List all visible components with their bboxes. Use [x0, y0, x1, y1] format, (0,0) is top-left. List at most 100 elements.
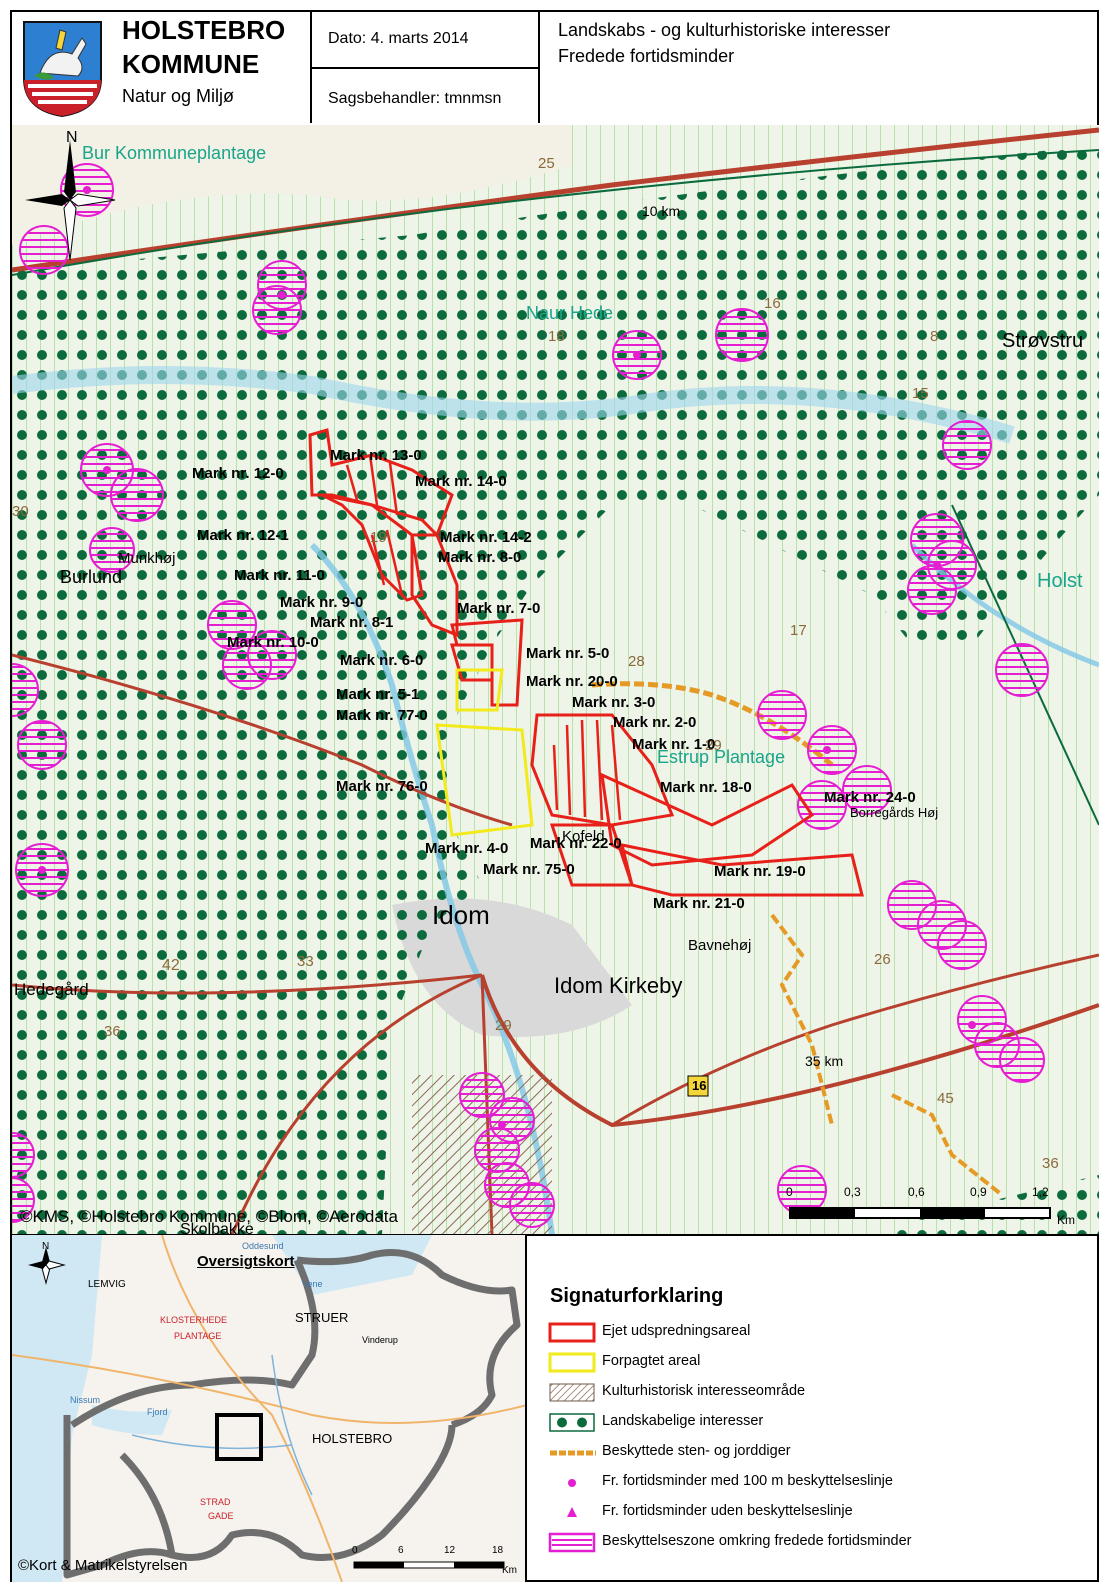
field-label[interactable]: Mark nr. 3-0 [572, 694, 656, 711]
legend-label: Fr. fortidsminder med 100 m beskyttelses… [602, 1473, 893, 1489]
field-label[interactable]: Mark nr. 12-1 [197, 527, 289, 544]
legend-item: Beskyttelseszone omkring fredede fortids… [548, 1531, 1088, 1555]
overview-label: PLANTAGE [174, 1331, 222, 1341]
legend-label: Beskyttelseszone omkring fredede fortids… [602, 1533, 912, 1549]
scale-tick: 0 [786, 1185, 793, 1199]
field-label[interactable]: Mark nr. 14-0 [415, 473, 507, 490]
field-label[interactable]: Mark nr. 11-0 [234, 567, 325, 584]
scale-unit: Km [1057, 1213, 1075, 1227]
field-label[interactable]: Mark nr. 7-0 [457, 600, 541, 617]
field-label[interactable]: Mark nr. 76-0 [336, 778, 428, 795]
overview-canvas [12, 1235, 525, 1582]
magenta-hatched-box-icon [548, 1532, 596, 1553]
case-officer: Sagsbehandler: tmnmsn [328, 90, 502, 107]
field-label[interactable]: Mark nr. 10-0 [227, 634, 319, 651]
field-label[interactable]: Mark nr. 6-0 [340, 652, 424, 669]
field-label[interactable]: Mark nr. 21-0 [653, 895, 745, 912]
overview-label: STRUER [295, 1310, 349, 1325]
municipality-name-line1: HOLSTEBRO [122, 15, 286, 45]
spot-height: 8 [930, 328, 939, 345]
legend-item: Fr. fortidsminder med 100 m beskyttelses… [548, 1471, 1088, 1495]
overview-label: Fjord [147, 1407, 168, 1417]
field-label[interactable]: Mark nr. 24-0 [824, 789, 916, 806]
magenta-dot-icon [568, 1479, 576, 1487]
legend-label: Landskabelige interesser [602, 1413, 764, 1429]
field-label[interactable]: Mark nr. 20-0 [526, 673, 618, 690]
orange-dashed-line-icon [550, 1450, 596, 1456]
field-label[interactable]: Mark nr. 8-1 [310, 614, 394, 631]
legend-label: Forpagtet areal [602, 1353, 701, 1369]
field-label[interactable]: Mark nr. 12-0 [192, 465, 284, 482]
map-date: Dato: 4. marts 2014 [328, 30, 469, 47]
field-label[interactable]: Mark nr. 19-0 [714, 863, 806, 880]
spot-height: 28 [628, 653, 645, 670]
place-label-strovstru: Strøvstru [1002, 330, 1084, 352]
legend-item: Forpagtet areal [548, 1351, 1088, 1375]
header-divider [310, 10, 312, 123]
field-label[interactable]: Mark nr. 22-0 [530, 835, 622, 852]
overview-title: Oversigtskort [197, 1253, 295, 1270]
field-label[interactable]: Mark nr. 77-0 [336, 707, 428, 724]
spot-height: 19 [370, 529, 387, 546]
legend-item: Kulturhistorisk interesseområde [548, 1381, 1088, 1405]
spot-height: 16 [764, 295, 781, 312]
field-label[interactable]: Mark nr. 14-2 [440, 529, 532, 546]
main-map[interactable]: Bur Kommuneplantage Naur Hede Strøvstru … [12, 125, 1099, 1235]
spot-height: 36 [1042, 1155, 1059, 1172]
overview-north-label: N [42, 1241, 50, 1252]
overview-scale-tick: 18 [492, 1545, 504, 1556]
red-box-icon [548, 1322, 596, 1343]
field-label[interactable]: Mark nr. 18-0 [660, 779, 752, 796]
map-canvas [12, 125, 1099, 1235]
north-arrow-icon [25, 140, 116, 261]
magenta-triangle-icon [567, 1507, 577, 1517]
field-label[interactable]: Mark nr. 4-0 [425, 840, 509, 857]
spot-height: 17 [790, 622, 807, 639]
overview-label: Vinderup [362, 1335, 398, 1345]
map-copyright: ©KMS, ©Holstebro Kommune, ©Blom, ©Aeroda… [20, 1207, 398, 1226]
road-16-marker [687, 1075, 709, 1097]
field-label[interactable]: Mark nr. 1-0 [632, 736, 716, 753]
place-label-estrup: Estrup Plantage [657, 747, 786, 767]
overview-scale-bar [353, 1561, 505, 1569]
overview-north-arrow-icon [28, 1247, 66, 1285]
field-label[interactable]: Mark nr. 5-0 [526, 645, 610, 662]
scale-tick: 1,2 [1032, 1185, 1049, 1199]
map-subtitle: Fredede fortidsminder [558, 46, 735, 66]
place-label-skolbakke: Skolbakke [180, 1221, 254, 1235]
spot-height: 30 [12, 503, 29, 520]
overview-map[interactable]: Oversigtskort LEMVIG STRUER HOLSTEBRO KL… [12, 1235, 527, 1582]
overview-label: STRAD [200, 1497, 231, 1507]
distance-label-10km: 10 km [642, 203, 681, 219]
overview-label: HOLSTEBRO [312, 1431, 393, 1446]
field-label[interactable]: Mark nr. 75-0 [483, 861, 575, 878]
municipality-name-line2: KOMMUNE [122, 49, 260, 79]
place-label-bur: Bur Kommuneplantage [82, 143, 267, 163]
field-label[interactable]: Mark nr. 13-0 [330, 447, 422, 464]
scale-tick: 0,9 [970, 1185, 987, 1199]
legend-item: Beskyttede sten- og jorddiger [548, 1441, 1088, 1465]
place-label-holst: Holst [1037, 570, 1083, 592]
field-label[interactable]: Mark nr. 5-1 [336, 686, 420, 703]
legend-label: Beskyttede sten- og jorddiger [602, 1443, 791, 1459]
field-label[interactable]: Mark nr. 9-0 [280, 594, 364, 611]
header: HOLSTEBRO KOMMUNE Natur og Miljø Dato: 4… [10, 10, 1099, 127]
place-label-burlund: Burlund [60, 567, 123, 587]
place-label-munkhoj: Munkhøj [118, 550, 176, 567]
place-label-naur-hede: Naur Hede [526, 303, 614, 323]
spot-height: 42 [162, 957, 180, 974]
section-divider [10, 1234, 1099, 1236]
header-divider [310, 67, 538, 69]
place-label-borregards-hoj: Borregårds Høj [850, 805, 939, 820]
overview-label: KLOSTERHEDE [160, 1315, 228, 1325]
overview-scale-unit: Km [502, 1565, 517, 1576]
spot-height: 15 [912, 385, 929, 402]
place-label-idom-kirkeby: Idom Kirkeby [554, 973, 683, 998]
north-label: N [66, 129, 78, 146]
road-number-16: 16 [692, 1078, 707, 1093]
legend-label: Fr. fortidsminder uden beskyttelseslinje [602, 1503, 853, 1519]
overview-scale-tick: 0 [352, 1545, 358, 1556]
field-label[interactable]: Mark nr. 2-0 [613, 714, 697, 731]
field-label[interactable]: Mark nr. 8-0 [438, 549, 522, 566]
scale-tick: 0,3 [844, 1185, 861, 1199]
